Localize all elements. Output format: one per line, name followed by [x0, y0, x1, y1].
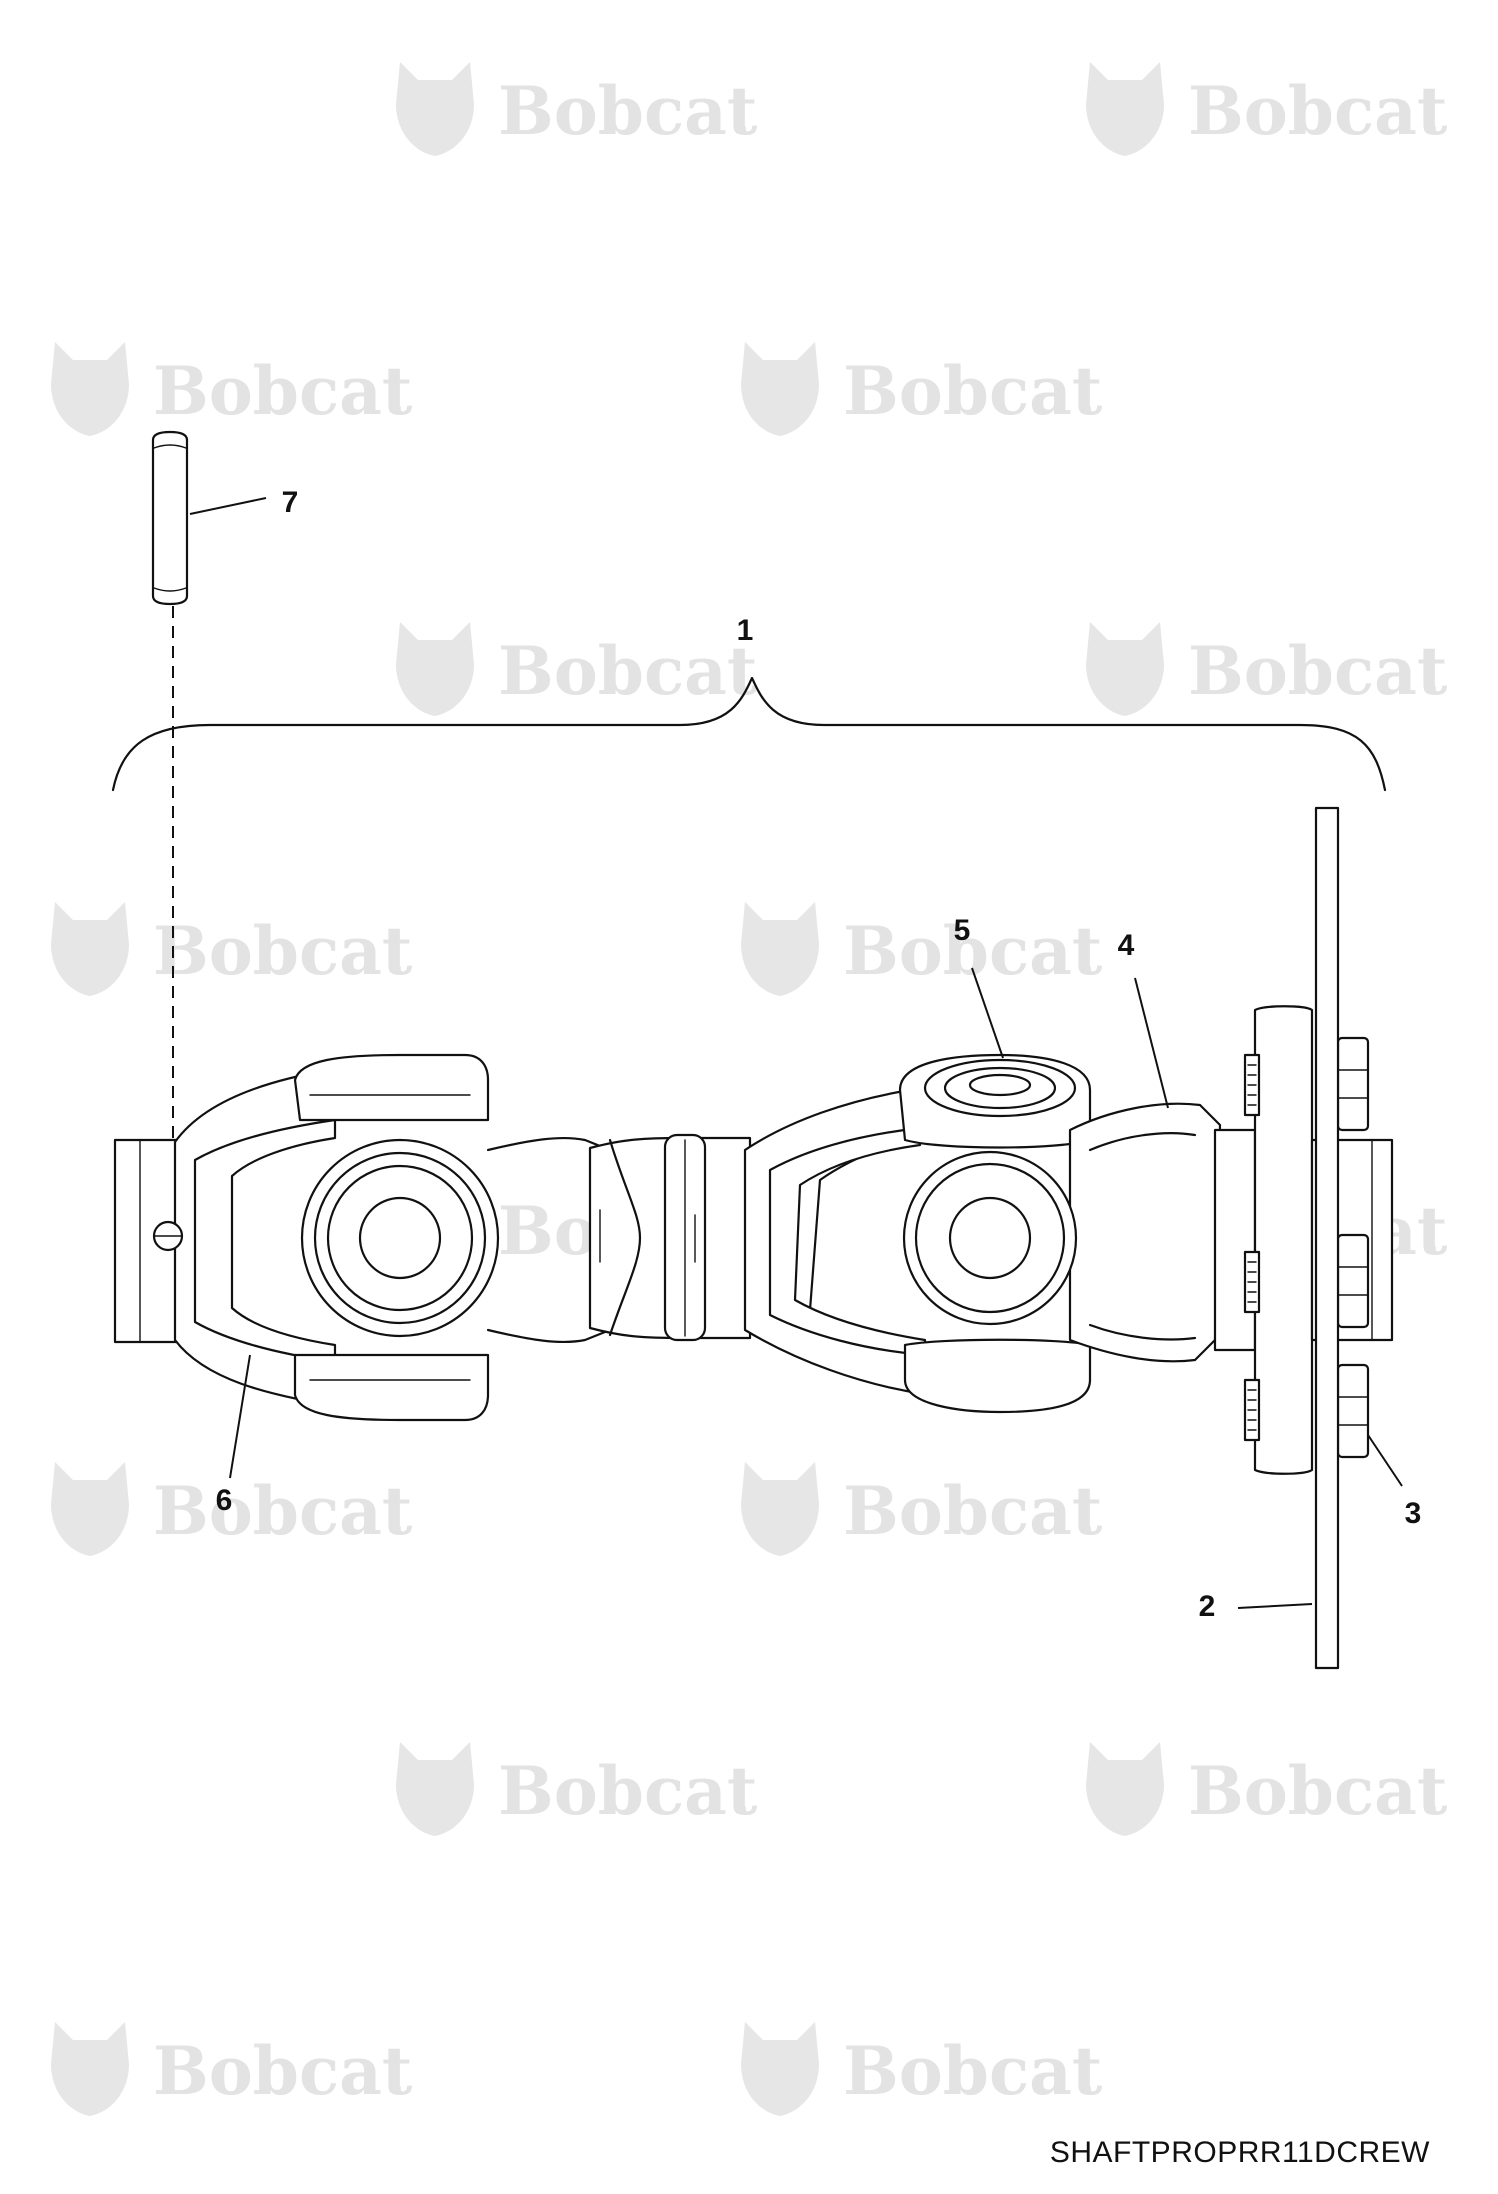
bobcat-watermark: Bobcat®: [51, 342, 413, 436]
watermark-brand: Bobcat: [1188, 72, 1448, 150]
watermark-brand: Bobcat: [498, 632, 758, 710]
watermark-registered-mark: ®: [1424, 1802, 1438, 1818]
bobcat-logo-icon: [1086, 62, 1164, 156]
bobcat-watermark: Bobcat®: [396, 62, 758, 156]
watermark-registered-mark: ®: [389, 962, 403, 978]
bobcat-watermark: Bobcat®: [741, 902, 1103, 996]
bobcat-logo-icon: [51, 2022, 129, 2116]
bobcat-logo-icon: [396, 62, 474, 156]
watermark-registered-mark: ®: [389, 402, 403, 418]
watermark-registered-mark: ®: [389, 2082, 403, 2098]
watermark-brand: Bobcat: [153, 1472, 413, 1550]
bobcat-logo-icon: [741, 902, 819, 996]
bobcat-watermark: Bobcat®: [51, 902, 413, 996]
bobcat-watermark: Bobcat®: [741, 1462, 1103, 1556]
watermark-registered-mark: ®: [1079, 2082, 1093, 2098]
watermark-registered-mark: ®: [1079, 402, 1093, 418]
bobcat-logo-icon: [741, 342, 819, 436]
watermark-brand: Bobcat: [843, 912, 1103, 990]
bobcat-logo-icon: [396, 622, 474, 716]
bobcat-watermark: Bobcat®: [1086, 62, 1448, 156]
watermark-brand: Bobcat: [843, 352, 1103, 430]
assembly-brace: [111, 676, 1387, 792]
bobcat-logo-icon: [51, 902, 129, 996]
bobcat-watermark: Bobcat®: [51, 2022, 413, 2116]
watermark-brand: Bobcat: [153, 352, 413, 430]
watermark-registered-mark: ®: [734, 1802, 748, 1818]
callout-5: 5: [954, 914, 971, 947]
roll-pin: [151, 430, 189, 606]
watermark-registered-mark: ®: [734, 122, 748, 138]
drawing-id: SHAFTPROPRR11DCREW: [1049, 2136, 1430, 2169]
callout-4: 4: [1118, 929, 1135, 962]
callout-3: 3: [1405, 1497, 1422, 1530]
watermark-brand: Bobcat: [498, 1752, 758, 1830]
bobcat-logo-icon: [396, 1742, 474, 1836]
bobcat-logo-icon: [741, 1462, 819, 1556]
callout-6: 6: [216, 1484, 233, 1517]
callout-2: 2: [1199, 1590, 1216, 1623]
bobcat-watermark: Bobcat®: [741, 2022, 1103, 2116]
callout-7: 7: [282, 486, 299, 519]
drive-shaft-assembly: [113, 806, 1394, 1670]
bobcat-logo-icon: [1086, 622, 1164, 716]
watermark-brand: Bobcat: [153, 2032, 413, 2110]
leader-lines: [189, 497, 1403, 1609]
bobcat-watermark: Bobcat®: [396, 622, 758, 716]
watermark-brand: Bobcat: [498, 72, 758, 150]
watermark-registered-mark: ®: [1079, 1522, 1093, 1538]
bobcat-logo-icon: [1086, 1742, 1164, 1836]
bobcat-logo-icon: [51, 342, 129, 436]
watermark-brand: Bobcat: [153, 912, 413, 990]
bobcat-logo-icon: [741, 2022, 819, 2116]
bobcat-watermark: Bobcat®: [396, 1742, 758, 1836]
watermark-registered-mark: ®: [1079, 962, 1093, 978]
watermark-brand: Bobcat: [1188, 632, 1448, 710]
watermark-registered-mark: ®: [1424, 1242, 1438, 1258]
callout-1: 1: [737, 614, 754, 647]
bobcat-watermark: Bobcat®: [741, 342, 1103, 436]
watermark-registered-mark: ®: [1424, 122, 1438, 138]
bobcat-logo-icon: [51, 1462, 129, 1556]
watermark-registered-mark: ®: [389, 1522, 403, 1538]
watermark-brand: Bobcat: [843, 1472, 1103, 1550]
bobcat-watermark: Bobcat®: [1086, 622, 1448, 716]
watermark-brand: Bobcat: [1188, 1752, 1448, 1830]
bobcat-watermark: Bobcat®: [51, 1462, 413, 1556]
bobcat-watermark: Bobcat®: [1086, 1742, 1448, 1836]
watermark-registered-mark: ®: [1424, 682, 1438, 698]
watermark-brand: Bobcat: [843, 2032, 1103, 2110]
